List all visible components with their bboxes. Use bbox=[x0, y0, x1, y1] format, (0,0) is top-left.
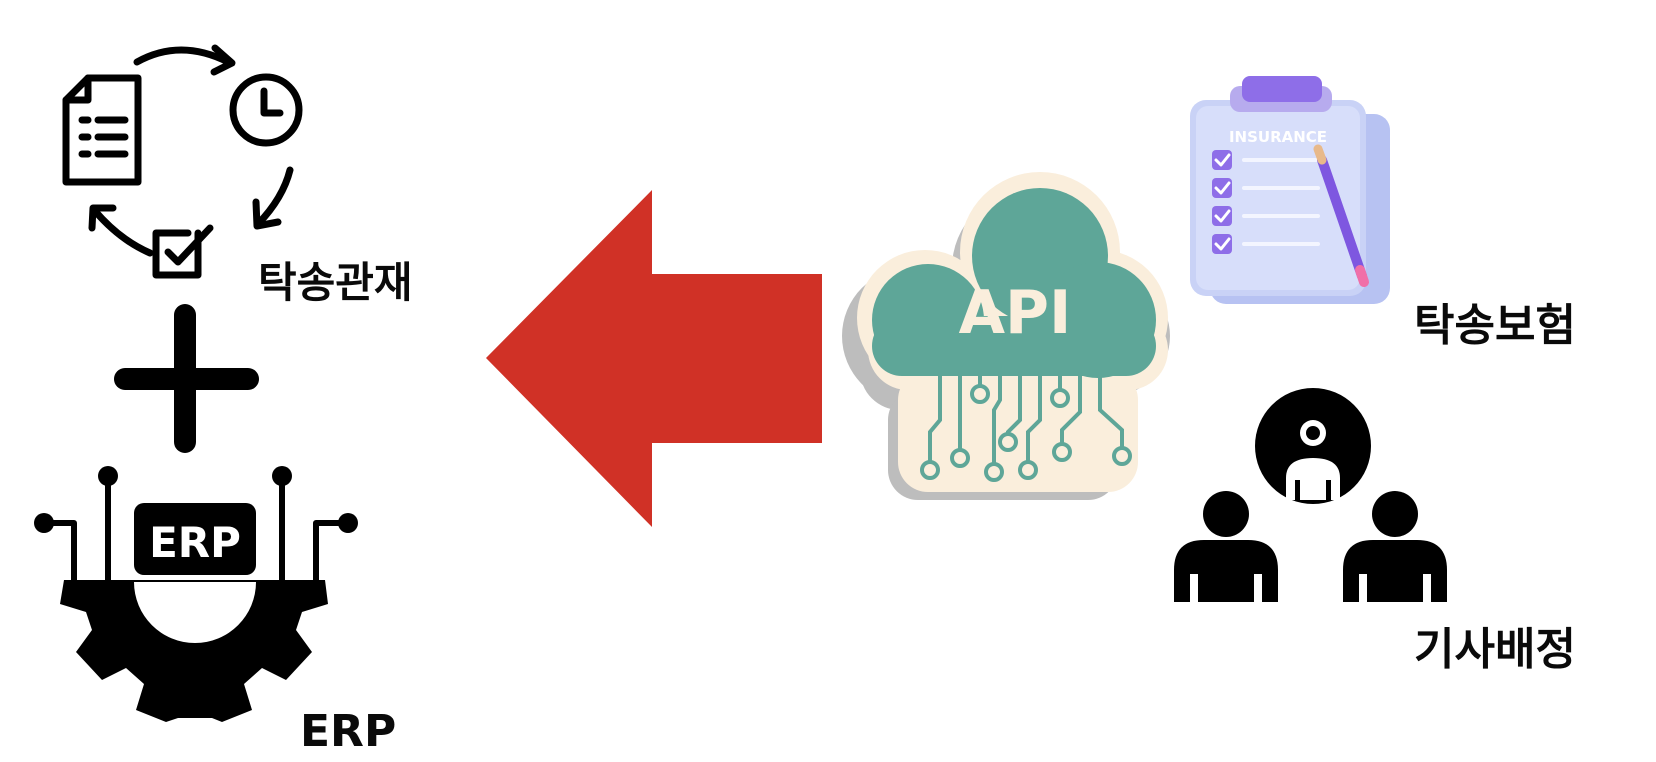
api-cloud-icon: API bbox=[842, 172, 1170, 500]
document-icon bbox=[62, 74, 142, 186]
api-cloud-text: API bbox=[959, 278, 1072, 348]
erp-badge-text: ERP bbox=[149, 518, 241, 567]
label-driver-assignment: 기사배정 bbox=[1414, 624, 1576, 675]
erp-gear-icon: ERP bbox=[34, 466, 358, 722]
process-cycle-icon bbox=[62, 44, 303, 279]
cycle-arrows-icon bbox=[88, 44, 294, 257]
person-icon bbox=[1174, 491, 1278, 602]
person-icon bbox=[1343, 491, 1447, 602]
checkbox-icon bbox=[152, 224, 214, 279]
erp-badge bbox=[134, 503, 256, 575]
red-left-arrow bbox=[486, 190, 822, 527]
clock-icon bbox=[229, 73, 303, 147]
insurance-title-text: INSURANCE bbox=[1229, 128, 1327, 146]
insurance-clipboard-icon: INSURANCE bbox=[1190, 76, 1390, 304]
label-erp: ERP bbox=[300, 706, 397, 757]
people-group-icon bbox=[1174, 388, 1447, 602]
label-dispatch-insurance: 탁송보험 bbox=[1414, 300, 1576, 351]
pencil-icon bbox=[1313, 144, 1369, 287]
label-dispatch-control: 탁송관재 bbox=[258, 258, 413, 307]
checklist-icon bbox=[1212, 150, 1320, 254]
plus-icon bbox=[114, 304, 259, 453]
